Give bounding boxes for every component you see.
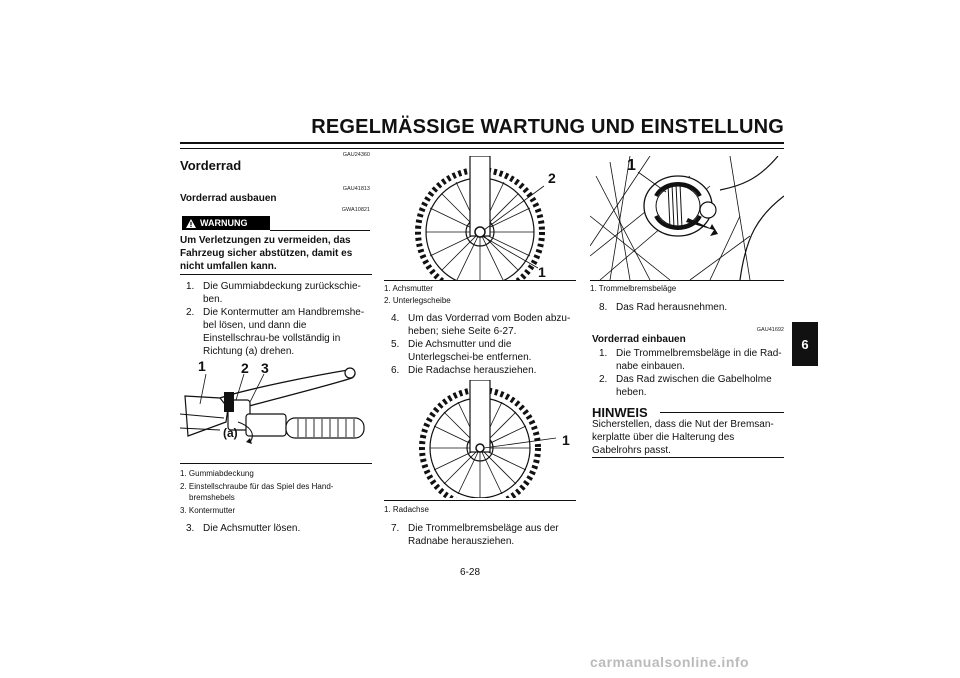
figure3-label-1: 1 — [627, 157, 636, 174]
note-end-rule — [592, 457, 784, 458]
step-4: 4.Um das Vorderrad vom Boden abzu-heben;… — [391, 313, 571, 337]
chapter-tab[interactable]: 6 — [792, 322, 818, 366]
step-3: 3.Die Achsmutter lösen. — [186, 523, 301, 534]
figure2-label-1: 1 — [562, 432, 570, 448]
note-rule — [660, 412, 784, 413]
watermark-footer: carmanualsonline.info — [590, 654, 750, 670]
figure1-label-1: 1 — [538, 264, 546, 280]
caption-1: 1. Gummiabdeckung — [180, 469, 254, 478]
section-heading: Vorderrad — [180, 158, 242, 173]
figure-label-2: 2 — [241, 360, 249, 376]
caption-brake-shoes: 1. Trommelbremsbeläge — [590, 284, 677, 293]
caption-2: 2. Einstellschraube für das Spiel des Ha… — [180, 482, 334, 502]
warning-label: WARNUNG — [200, 218, 248, 228]
section-code: GAU24360 — [342, 152, 370, 158]
caption-rule — [384, 500, 576, 501]
warning-rule — [270, 230, 370, 231]
front-wheel-axle-nut-illustration — [415, 156, 545, 280]
subsection-heading-install: Vorderrad einbauen — [592, 334, 686, 345]
step-1: 1.Die Gummiabdeckung zurückschie-ben. — [186, 281, 361, 305]
caption-rule — [384, 280, 576, 281]
step-6: 6.Die Radachse herausziehen. — [391, 365, 537, 376]
step-5: 5.Die Achsmutter und die Unterlegschei-b… — [391, 339, 532, 363]
caption-washer: 2. Unterlegscheibe — [384, 296, 451, 305]
note-title: HINWEIS — [592, 405, 648, 420]
caption-axle-nut: 1. Achsmutter — [384, 284, 433, 293]
caption-rule — [180, 463, 372, 464]
caption-3: 3. Kontermutter — [180, 506, 236, 515]
drum-brake-illustration — [590, 156, 784, 280]
warning-triangle-icon — [186, 218, 196, 228]
warning-badge: WARNUNG — [182, 216, 270, 230]
title-rule — [180, 142, 784, 149]
page-number: 6-28 — [460, 567, 481, 578]
step-8: 8.Das Rad herausnehmen. — [599, 302, 728, 313]
caption-rule — [590, 280, 784, 281]
subsection-heading: Vorderrad ausbauen — [180, 193, 277, 204]
warning-code: GWA10821 — [341, 207, 370, 213]
front-wheel-axle-illustration — [419, 380, 557, 498]
warning-text: Um Verletzungen zu vermeiden, das Fahrze… — [180, 235, 353, 272]
figure-label-3: 3 — [261, 360, 269, 376]
install-step-1: 1.Die Trommelbremsbeläge in die Rad-nabe… — [599, 348, 782, 372]
step-2: 2.Die Kontermutter am Handbremshe-bel lö… — [186, 307, 365, 357]
note-text: Sicherstellen, dass die Nut der Bremsan-… — [592, 419, 774, 456]
step-7: 7.Die Trommelbremsbeläge aus der Radnabe… — [391, 523, 559, 547]
subsection-code: GAU41813 — [342, 186, 370, 192]
figure-label-1: 1 — [198, 358, 206, 374]
caption-axle: 1. Radachse — [384, 505, 429, 514]
figure1-label-2: 2 — [548, 170, 556, 186]
figure-label-a: (a) — [223, 426, 238, 440]
brake-lever-illustration — [180, 367, 365, 444]
install-step-2: 2.Das Rad zwischen die Gabelholme heben. — [599, 374, 772, 398]
subsection-code: GAU41692 — [756, 327, 784, 333]
warning-end-rule — [180, 274, 372, 275]
page-title: REGELMÄSSIGE WARTUNG UND EINSTELLUNG — [311, 116, 784, 138]
